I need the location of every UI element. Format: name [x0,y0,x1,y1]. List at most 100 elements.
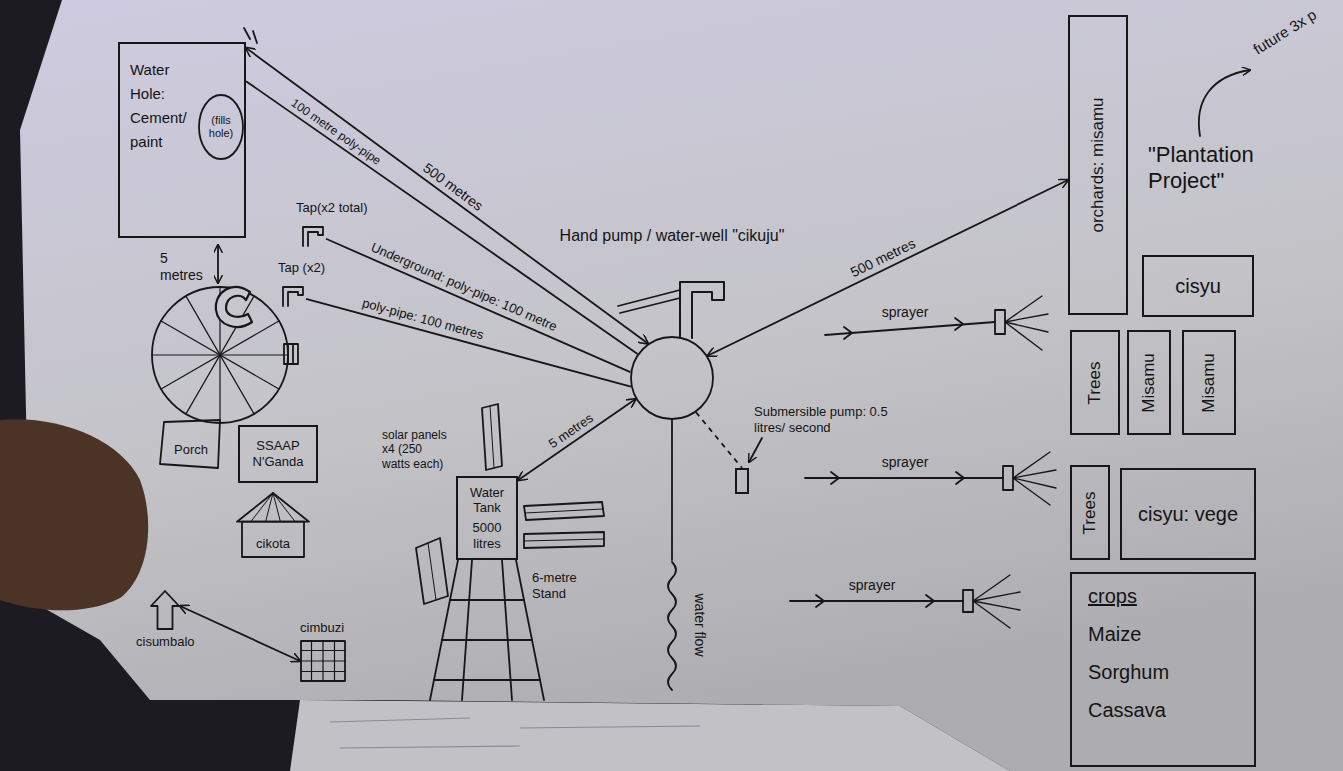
orchard-plot: orchards: misamu [1068,15,1128,315]
grid-line [301,671,345,672]
node-text: cikota [256,536,290,552]
node-text: Hand pump / water-well "cikuju" [557,226,787,245]
node-text: Tap (x2) [278,260,358,276]
well-circle [631,337,713,419]
stand-leg [430,560,458,700]
grid-line [301,660,345,661]
tap-lines [303,227,323,246]
sprayer-line [805,477,1003,479]
solar-panel [416,538,448,604]
node-text: Misamu [1139,353,1159,413]
spray-fan [1013,452,1056,505]
water-flow-line [671,420,673,560]
node-text: Sorghum [1088,660,1169,684]
node-text: cisyu: vege [1138,502,1238,526]
window-mark [287,344,289,364]
tap-lines [283,287,303,306]
solar-panel-line [525,509,603,513]
stand-leg [462,560,472,700]
house-outline [150,590,180,630]
roof-line [266,493,273,522]
solar-panel-line [524,539,604,541]
flow-chevron [831,472,839,484]
scribble [340,746,520,748]
under-paper [290,700,1010,771]
solar-panel-line [428,543,436,600]
water-tank-box: Water Tank5000 litres [456,476,518,560]
window-mark [284,344,298,364]
flow-chevron [844,327,852,339]
pipe-connector [306,299,631,387]
porch-shape: Porch [160,420,222,470]
note-label: 5 metres [160,250,212,284]
stand-bar [450,599,524,601]
water-flow-wave [668,562,676,690]
node-text: cimbuzi [300,620,380,636]
tap-outline [303,227,323,246]
node-text: (fills hole) [200,114,242,140]
c-shape [216,287,252,327]
node-text: Cassava [1088,698,1166,722]
hand [0,419,148,610]
under-paper-scribbles [330,718,700,748]
node-text: crops [1088,584,1137,608]
circle-outline [630,336,714,420]
grid-lines [301,641,345,681]
sprayer-nozzle [963,590,973,612]
scribble [330,718,470,722]
node-text: Trees [1080,491,1100,534]
vegetable-plot: cisyu: vege [1120,468,1256,560]
note-label: "Plantation Project" [1148,142,1272,195]
solar-panel-line [490,406,494,468]
pipe-connector [696,412,742,468]
grid-line [334,641,335,681]
pump-spout [680,282,724,338]
oval-outline [199,95,243,159]
fills-hole-oval: (fills hole) [198,94,244,160]
note-label: sprayer [882,454,929,471]
trees-plot: Trees [1070,465,1110,560]
hut-wall [242,522,304,557]
flow-chevron [926,595,934,607]
stand-bar [442,639,532,641]
note-label: water flow [692,593,709,656]
stand-leg [502,560,512,700]
round-house [152,287,288,423]
distance-arrow [217,245,219,283]
sprayer-nozzle [995,310,1005,334]
roof-outline [237,493,309,522]
node-text: orchards: misamu [1088,97,1108,232]
note-label: solar panels x4 (250 watts each) [382,428,452,471]
spray-fan [1005,296,1048,350]
node-text: SSAAP N'Ganda [244,438,312,469]
pump-handle [618,290,680,306]
sprayer-line [790,600,963,602]
porch-lines [160,420,220,468]
node-text: cisyu [1175,274,1221,298]
building-box: SSAAP N'Ganda [238,425,318,483]
submersible-pump: Submersible pump: 0.5 litres/ second [735,468,749,494]
roof-spokes [152,287,288,423]
node-text: Water Hole: Cement/ paint [130,58,192,154]
hut-lines [237,493,309,557]
pipe-connector [518,399,636,480]
node-text: Maize [1088,622,1141,646]
toilet-grid: cimbuzi [300,640,346,682]
crops-plot: cropsMaizeSorghumCassava [1070,572,1256,767]
plot-box: cisyu [1142,255,1254,317]
spray-fan [973,575,1020,628]
store-outline [151,591,179,629]
pointer-arrow [749,438,762,462]
pipe-connector [708,180,1068,356]
hand-pump-well: Hand pump / water-well "cikuju" [630,336,714,420]
solar-panel [482,404,502,470]
paper-sheet [20,0,1343,771]
tick-mark [244,28,250,39]
solar-panel [524,502,604,520]
sprayer-nozzle [1003,466,1013,490]
pipe-connector [246,81,638,354]
hut-shape: cikota [236,492,310,558]
node-text: Tap(x2 total) [296,200,406,216]
grid-outline [300,640,346,682]
